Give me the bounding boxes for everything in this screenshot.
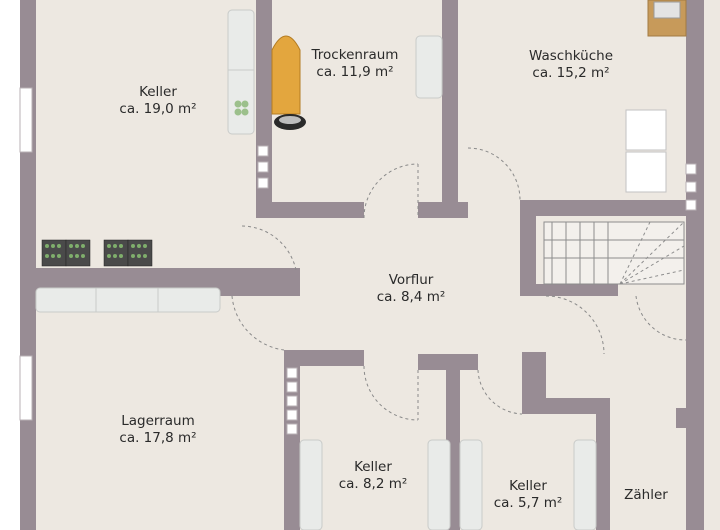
bottles [234,100,249,116]
staircase-icon [543,221,685,285]
room-area: ca. 19,0 m² [119,101,197,117]
room-name: Keller [354,459,392,475]
room-name: Waschküche [528,48,614,64]
furniture [35,0,687,530]
room-area: ca. 8,4 m² [376,289,446,305]
room-label-trockenraum: Trockenraum ca. 11,9 m² [312,47,399,81]
room-area: ca. 15,2 m² [532,65,610,81]
room-label-vorflur: Vorflur ca. 8,4 m² [377,272,446,306]
windows [19,87,697,435]
room-name: Keller [509,478,547,494]
room-name: Vorflur [388,272,434,288]
shelf-icon [299,439,323,530]
door-swing-icon [545,295,605,355]
window-icon [19,355,33,421]
window-icon [19,87,33,153]
room-name: Trockenraum [311,47,399,63]
washing-machine-icon [625,109,667,151]
room-name: Lagerraum [121,413,195,429]
room-label-zaehler: Zähler [624,487,668,504]
room-area: ca. 17,8 m² [119,430,197,446]
room-name: Zähler [624,487,668,503]
shelf-icon [459,439,483,530]
door-swing-icon [635,295,687,341]
shelf-icon [227,9,255,135]
door-swing-icon [239,225,297,271]
crate-bottles [45,244,147,258]
room-label-keller-2: Keller ca. 8,2 m² [339,459,408,493]
room-label-lagerraum: Lagerraum ca. 17,8 m² [119,413,196,447]
room-label-keller-1: Keller ca. 19,0 m² [119,84,196,118]
shelf-icon [35,287,221,313]
door-swing-icon [363,163,419,219]
shelf-icon [427,439,451,530]
door-swing-icon [363,365,419,421]
door-swing-icon [477,369,523,415]
dryer-icon [625,151,667,193]
staircase [543,221,685,285]
room-name: Keller [139,84,177,100]
room-area: ca. 5,7 m² [493,495,563,511]
shelf-icon [415,35,443,99]
room-area: ca. 8,2 m² [338,476,408,492]
room-label-waschkueche: Waschküche ca. 15,2 m² [529,48,613,82]
ironing-board-icon [271,35,306,130]
door-swings [231,147,687,421]
room-label-keller-3: Keller ca. 5,7 m² [494,478,563,512]
shelf-icon [573,439,597,530]
room-area: ca. 11,9 m² [316,64,394,80]
